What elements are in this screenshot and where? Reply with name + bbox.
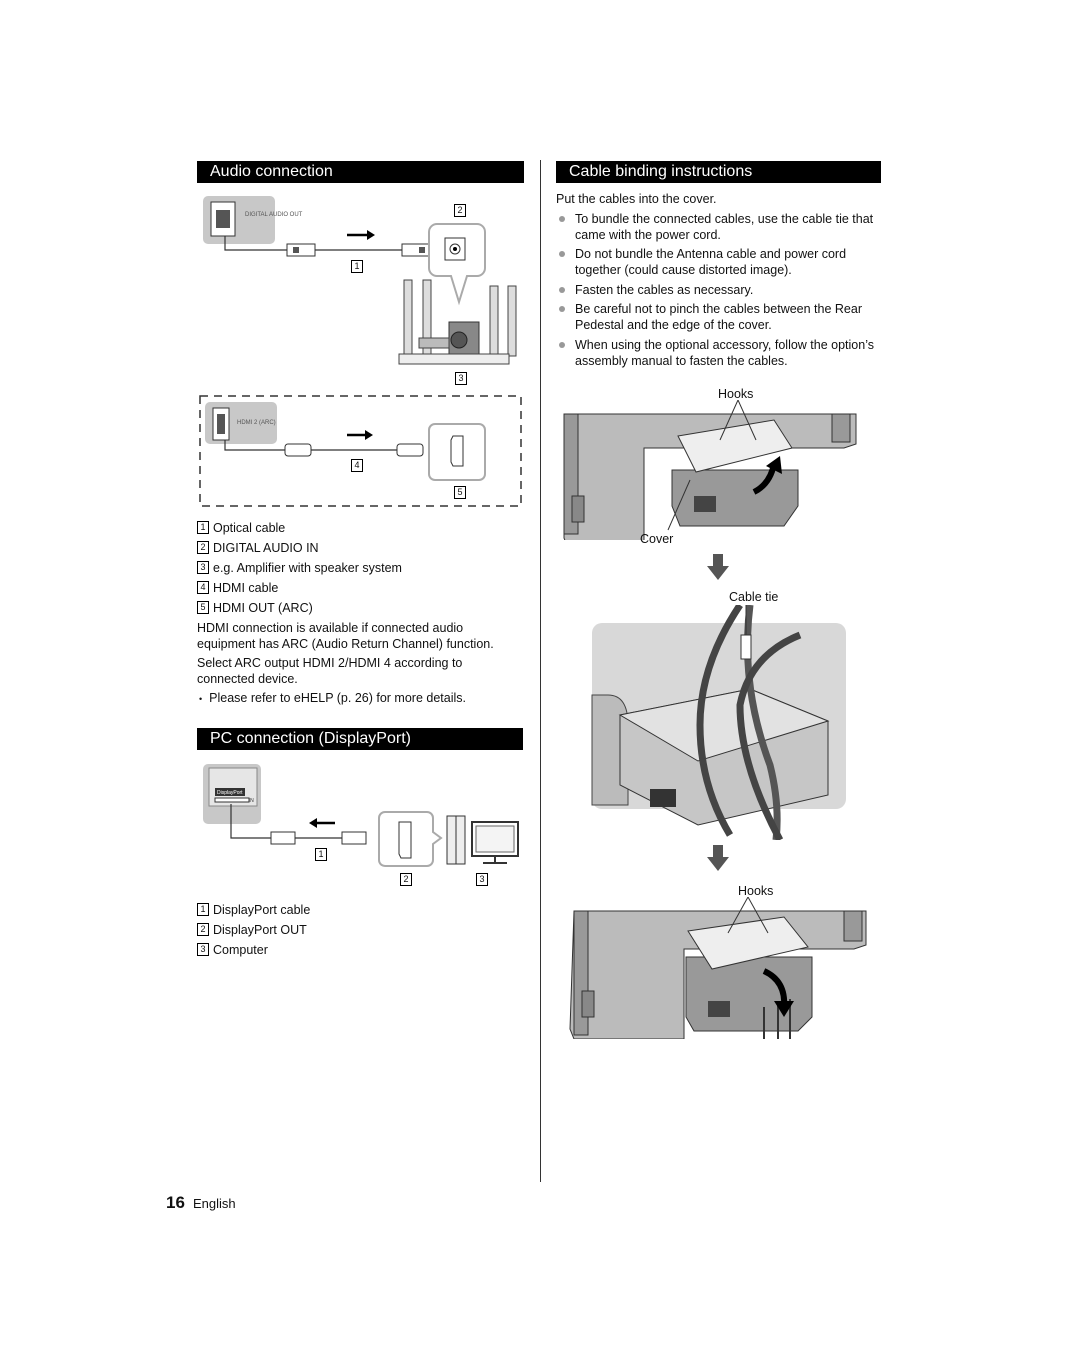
cover-attach-illustration <box>563 400 857 540</box>
audio-label-4: 4 <box>351 459 363 472</box>
audio-section-title: Audio connection <box>197 161 524 183</box>
cable-bullet: To bundle the connected cables, use the … <box>559 211 885 243</box>
arc-paragraph: HDMI connection is available if connecte… <box>197 621 494 651</box>
cable-bullet: Fasten the cables as necessary. <box>559 282 885 298</box>
audio-connection-diagram: DIGITAL AUDIO OUT HDMI 2 (ARC) <box>199 196 522 507</box>
down-arrow-icon <box>707 554 729 580</box>
audio-label-5: 5 <box>454 486 466 499</box>
hooks-label-2: Hooks <box>738 884 774 898</box>
pc-label-1: 1 <box>315 848 327 861</box>
page-number: 16 <box>166 1193 185 1212</box>
cable-intro: Put the cables into the cover. <box>556 192 717 206</box>
column-divider <box>540 160 541 1182</box>
audio-label-2: 2 <box>454 204 466 217</box>
pc-label-2: 2 <box>400 873 412 886</box>
hooks-label-1: Hooks <box>718 387 754 401</box>
audio-label-1: 1 <box>351 260 363 273</box>
cable-section-title: Cable binding instructions <box>556 161 881 183</box>
cable-bullet: When using the optional accessory, follo… <box>559 337 885 369</box>
displayport-jack-label: DisplayPort <box>217 790 243 796</box>
page-language: English <box>193 1196 236 1211</box>
down-arrow-icon <box>707 845 729 871</box>
pc-connection-diagram: DisplayPort AV IN <box>203 764 519 867</box>
hdmi-arc-label: HDMI 2 (ARC) <box>237 420 276 426</box>
cover-close-illustration <box>569 897 867 1039</box>
digital-audio-out-label: DIGITAL AUDIO OUT <box>245 212 303 218</box>
cable-bullet: Do not bundle the Antenna cable and powe… <box>559 246 885 278</box>
cover-label: Cover <box>640 532 674 546</box>
cable-bullet: Be careful not to pinch the cables betwe… <box>559 301 885 333</box>
pc-label-3: 3 <box>476 873 488 886</box>
pc-section-title: PC connection (DisplayPort) <box>197 728 523 750</box>
audio-label-3: 3 <box>455 372 467 385</box>
arc-select-paragraph: Select ARC output HDMI 2/HDMI 4 accordin… <box>197 656 463 686</box>
cable-tie-label: Cable tie <box>729 590 779 604</box>
cable-tie-illustration <box>591 605 846 840</box>
ehelp-note: •Please refer to eHELP (p. 26) for more … <box>199 691 466 705</box>
